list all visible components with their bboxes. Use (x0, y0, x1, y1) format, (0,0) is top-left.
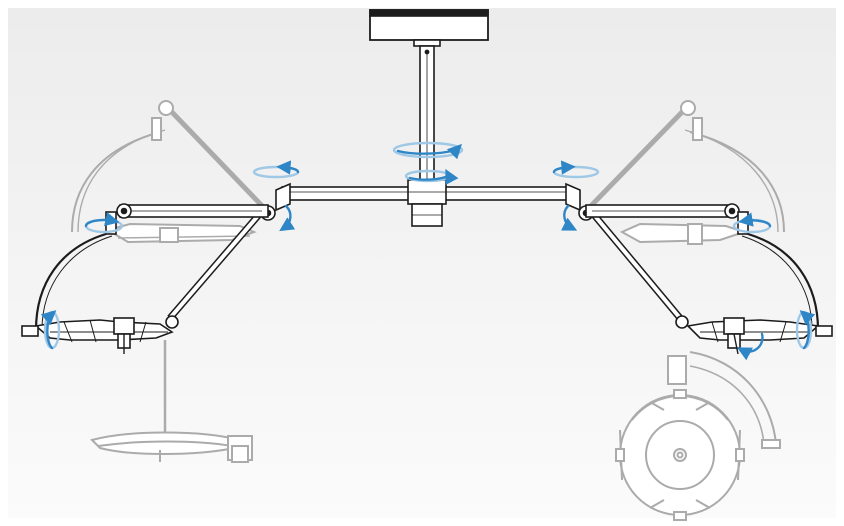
rotation-arrow-icon (40, 310, 61, 350)
rotation-arrow-icon (736, 332, 764, 361)
rotation-arrow-icon (732, 212, 772, 234)
rotation-arrow-icon (392, 141, 464, 160)
spring-arm-left (165, 205, 276, 329)
lamp-head-left (21, 317, 174, 354)
rotation-arrow-icon (84, 212, 124, 234)
yoke-right (747, 232, 820, 331)
ghost-spring-arm-right-upper (583, 106, 688, 214)
rotation-arrow-icon (552, 160, 600, 179)
ghost-rotated-arc (689, 351, 777, 445)
rotation-arrow-icon (795, 310, 816, 350)
main-structure (21, 9, 833, 355)
arm-joint-left (275, 182, 291, 212)
spring-arm-right (578, 205, 689, 329)
rotation-arrow-icon (252, 160, 300, 179)
ghost-positions (71, 100, 785, 521)
rotation-arrow-icon (404, 168, 459, 186)
ghost-spring-arm-left-upper (166, 106, 270, 214)
rotation-arrow-icon (561, 204, 578, 231)
ghost-lamp-head-rotated (615, 389, 745, 521)
ghost-lamp-head-left-upper (105, 222, 257, 244)
lamp-head-right (686, 317, 833, 355)
yoke-left (34, 232, 107, 331)
rotation-arrows (40, 141, 816, 361)
rotation-arrow-icon (279, 204, 296, 232)
